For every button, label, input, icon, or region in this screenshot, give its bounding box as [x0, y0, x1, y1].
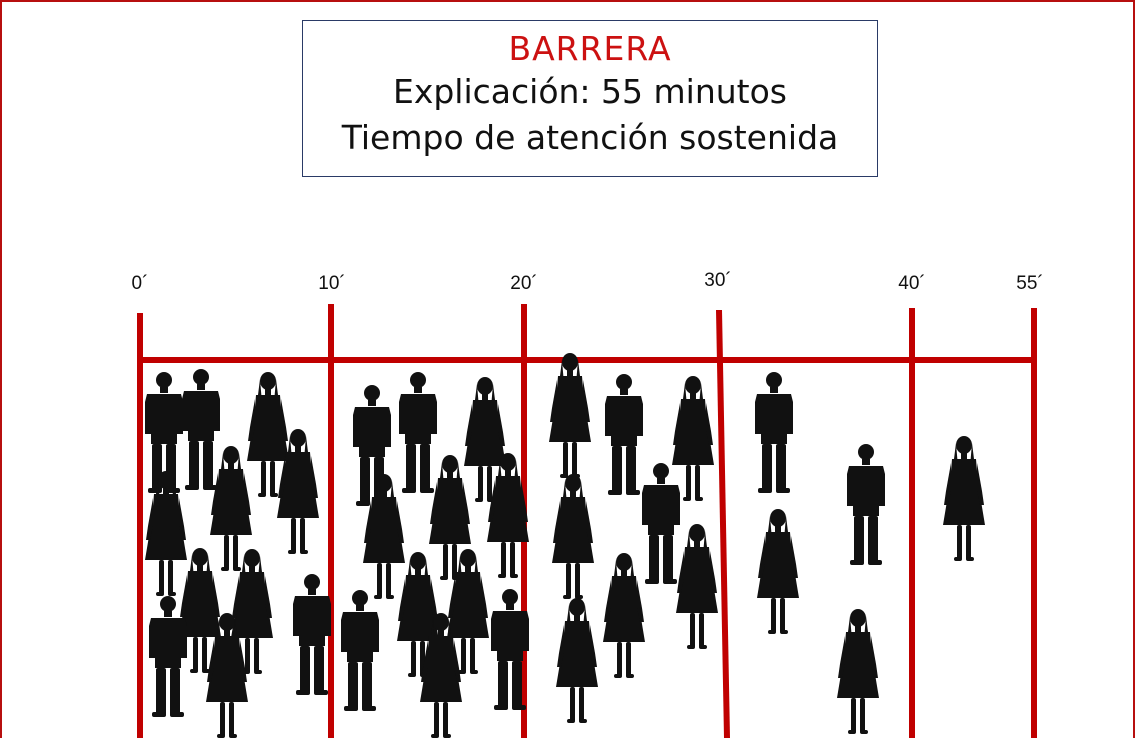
- person-silhouette: [847, 444, 885, 565]
- person-silhouette: [676, 524, 718, 649]
- person-silhouette: [210, 446, 252, 571]
- person-silhouette: [943, 436, 985, 561]
- person-silhouette: [642, 463, 680, 584]
- tick-label-55: 55´: [1016, 273, 1044, 294]
- audience-crowd: [145, 353, 985, 738]
- person-silhouette: [837, 609, 879, 734]
- person-silhouette: [182, 369, 220, 490]
- tick-label-30: 30´: [704, 270, 732, 291]
- tick-label-20: 20´: [510, 273, 538, 294]
- title-line-2: Tiempo de atención sostenida: [341, 118, 839, 157]
- person-silhouette: [552, 474, 594, 599]
- person-silhouette: [605, 374, 643, 495]
- person-silhouette: [556, 598, 598, 723]
- person-silhouette: [757, 509, 799, 634]
- timeline-lines: [137, 304, 1037, 738]
- title-heading: BARRERA: [508, 29, 672, 68]
- tick-label-10: 10´: [318, 273, 346, 294]
- title-line-1: Explicación: 55 minutos: [392, 72, 787, 111]
- person-silhouette: [399, 372, 437, 493]
- person-silhouette: [603, 553, 645, 678]
- title-box: BARRERA Explicación: 55 minutos Tiempo d…: [302, 20, 878, 177]
- person-silhouette: [755, 372, 793, 493]
- tick-label-0: 0´: [131, 273, 149, 294]
- person-silhouette: [672, 376, 714, 501]
- person-silhouette: [293, 574, 331, 695]
- divider-30: [716, 309, 730, 738]
- person-silhouette: [549, 353, 591, 478]
- tick-label-40: 40´: [898, 273, 926, 294]
- person-silhouette: [341, 590, 379, 711]
